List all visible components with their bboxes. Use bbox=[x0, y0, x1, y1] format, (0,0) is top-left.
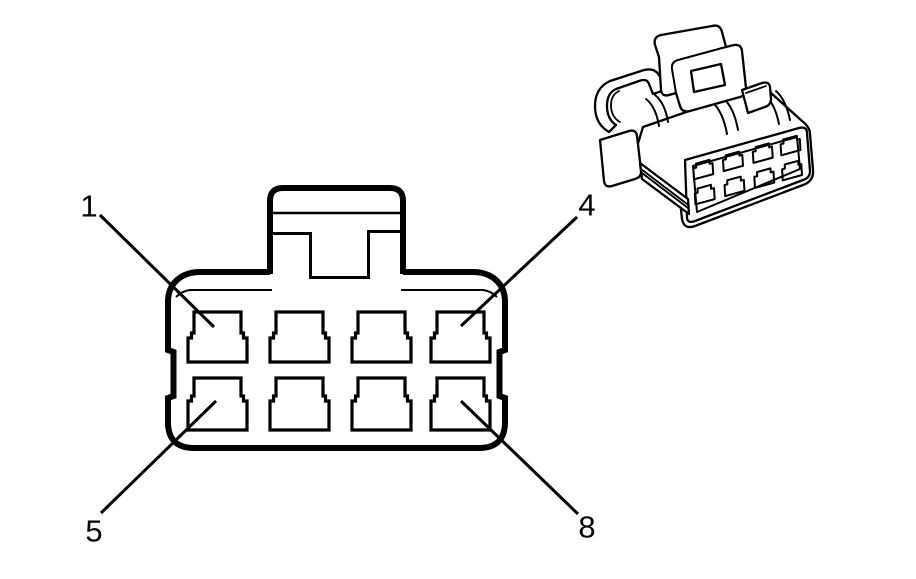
leader-line-pin8 bbox=[459, 399, 580, 516]
pin-label-4: 4 bbox=[578, 187, 596, 223]
cavity-1 bbox=[186, 310, 249, 364]
mount-rail-groove-1 bbox=[640, 168, 688, 205]
leader-line-pin5 bbox=[99, 399, 218, 515]
pin-label-8: 8 bbox=[578, 509, 596, 545]
pin-label-1: 1 bbox=[80, 188, 98, 224]
latch-arm-inner-line bbox=[610, 90, 621, 123]
cavity-6 bbox=[268, 376, 331, 432]
lock-tab-outline bbox=[267, 185, 406, 274]
hole-r2c2 bbox=[723, 175, 746, 198]
mount-rail-groove-2 bbox=[641, 172, 689, 209]
pin-label-5: 5 bbox=[85, 513, 103, 549]
inner-wall-line-left bbox=[175, 289, 272, 298]
side-clip bbox=[740, 81, 773, 115]
cavity-5 bbox=[186, 376, 249, 432]
lock-tab-notch bbox=[272, 230, 401, 279]
hole-r2c3 bbox=[753, 167, 776, 189]
lock-tab-3d-opening bbox=[689, 62, 727, 94]
lock-tab-3d-inner-edge bbox=[670, 46, 727, 94]
inner-wall-line-right bbox=[401, 289, 498, 298]
hole-r1c4 bbox=[779, 134, 802, 157]
rear-face-outline bbox=[683, 126, 812, 224]
cavity-row-top bbox=[186, 310, 492, 364]
front-connector-view bbox=[165, 185, 508, 451]
hole-r1c2 bbox=[722, 150, 744, 173]
hole-r1c1 bbox=[692, 158, 715, 181]
cavity-row-bottom bbox=[186, 376, 492, 432]
mount-rail-arm bbox=[638, 161, 691, 216]
hole-r2c4 bbox=[781, 159, 803, 182]
perspective-connector-view bbox=[593, 24, 815, 229]
side-clip-inner-line bbox=[745, 85, 767, 94]
rear-face-holes bbox=[692, 134, 803, 206]
hole-r2c1 bbox=[693, 183, 716, 206]
cavity-7 bbox=[350, 376, 413, 432]
cavity-2 bbox=[268, 310, 331, 364]
cavity-4 bbox=[429, 310, 492, 364]
cavity-3 bbox=[350, 310, 413, 364]
latch-arm bbox=[593, 68, 667, 134]
leader-line-pin1 bbox=[98, 213, 216, 329]
hole-r1c3 bbox=[751, 142, 774, 164]
connector-body-outline bbox=[165, 269, 508, 451]
leader-line-pin4 bbox=[459, 215, 579, 328]
leader-lines bbox=[98, 213, 580, 516]
mount-rail-block bbox=[598, 129, 643, 188]
